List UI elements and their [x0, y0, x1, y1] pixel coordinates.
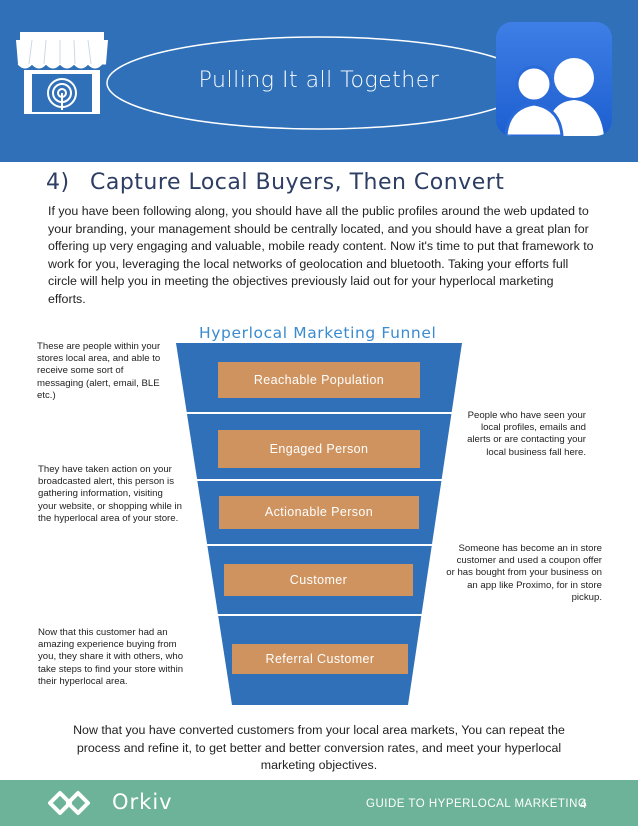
note-customer: Someone has become an in store customer …	[446, 543, 602, 603]
orkiv-logo-icon	[46, 788, 96, 823]
footer-guide-title: GUIDE TO HYPERLOCAL MARKETING	[366, 798, 588, 810]
page-number: 4	[580, 797, 587, 811]
note-actionable-person: They have taken action on your broadcast…	[38, 464, 182, 524]
header-title: Pulling It all Together	[198, 68, 440, 93]
section-title-text: Capture Local Buyers, Then Convert	[90, 170, 505, 195]
closing-paragraph: Now that you have converted customers fr…	[73, 723, 565, 772]
note-engaged-person: People who have seen your local profiles…	[467, 410, 586, 458]
stage-reachable-population: Reachable Population	[218, 362, 420, 398]
stage-customer: Customer	[224, 564, 413, 596]
note-reachable-population: These are people within your stores loca…	[37, 341, 161, 401]
section-title: 4) Capture Local Buyers, Then Convert	[46, 170, 504, 195]
funnel-title: Hyperlocal Marketing Funnel	[199, 324, 437, 342]
section-number: 4)	[46, 170, 70, 195]
stage-referral-customer: Referral Customer	[232, 644, 408, 674]
footer-brand: Orkiv	[112, 790, 173, 814]
intro-paragraph: If you have been following along, you sh…	[48, 204, 594, 306]
store-icon	[14, 30, 110, 121]
footer-bar	[0, 780, 638, 826]
note-referral-customer: Now that this customer had an amazing ex…	[38, 627, 184, 687]
people-icon	[496, 22, 612, 136]
stage-actionable-person: Actionable Person	[219, 496, 419, 529]
stage-engaged-person: Engaged Person	[218, 430, 420, 468]
